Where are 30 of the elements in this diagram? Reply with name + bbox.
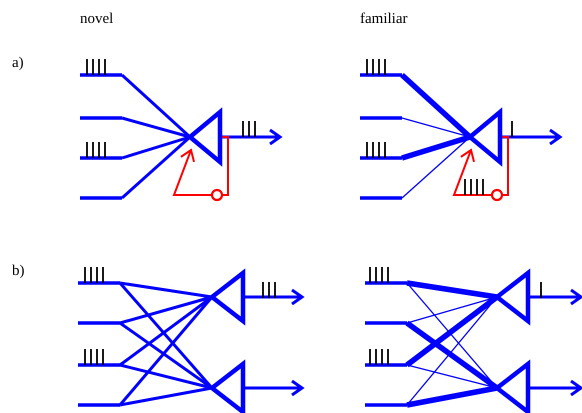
column-heading: novel [80,12,114,27]
column-heading: familiar [360,12,408,27]
synapse-line [122,116,190,138]
panel-label: b) [12,264,24,279]
synapse-line [121,136,191,200]
neuron-triangle [210,271,245,323]
feedback-line [500,136,509,196]
inhibitory-unit-circle [211,189,223,201]
feedback-line [172,149,211,196]
neuron-triangle [188,110,222,164]
neuron-triangle [468,110,502,164]
panel-label: a) [12,56,24,71]
neuron-triangle [495,271,530,323]
neuron-triangle [495,362,530,413]
feedback-line [220,136,229,196]
output-arrow [500,128,562,146]
synapse-line [401,134,471,161]
inhibitory-unit-circle [491,189,503,201]
synapse-line [118,296,214,406]
output-arrow [243,288,304,306]
output-arrow [220,128,282,146]
synapse-line [120,386,212,406]
output-arrow [528,288,582,306]
synapse-line [406,280,498,300]
output-arrow [243,380,304,396]
synapse-line [406,385,498,408]
neuron-triangle [210,362,245,413]
output-arrow [528,380,582,396]
synapse-line [120,282,212,298]
feedback-line [452,149,491,196]
